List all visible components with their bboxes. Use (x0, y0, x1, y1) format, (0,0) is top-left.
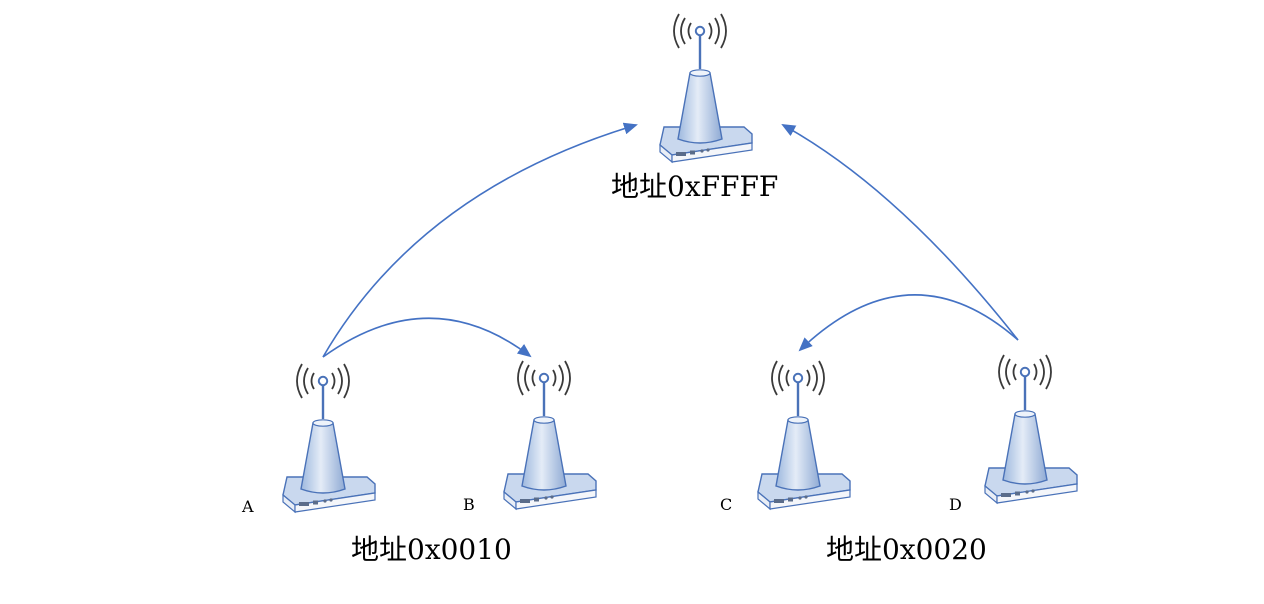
tower-icon-c (757, 360, 851, 511)
arrow-d-to-c (798, 294, 1019, 352)
arrow-a-to-root (322, 122, 638, 358)
group-left-address-label: 地址0x0010 (351, 533, 512, 566)
node-label-d: D (949, 495, 962, 514)
root-address-label: 地址0xFFFF (611, 170, 779, 203)
tower-icon-b (503, 360, 597, 511)
arrow-d-to-root (781, 124, 1019, 341)
node-label-a: A (242, 497, 254, 516)
node-label-c: C (720, 495, 733, 514)
arrow-a-to-b (322, 317, 532, 358)
tower-icon-a (282, 363, 376, 514)
node-label-b: B (463, 495, 475, 514)
group-right-address-label: 地址0x0020 (826, 533, 987, 566)
nodes-layer (282, 13, 1078, 514)
tower-icon-d (984, 354, 1078, 505)
tower-icon-root (659, 13, 753, 164)
edges-layer (322, 122, 1019, 358)
